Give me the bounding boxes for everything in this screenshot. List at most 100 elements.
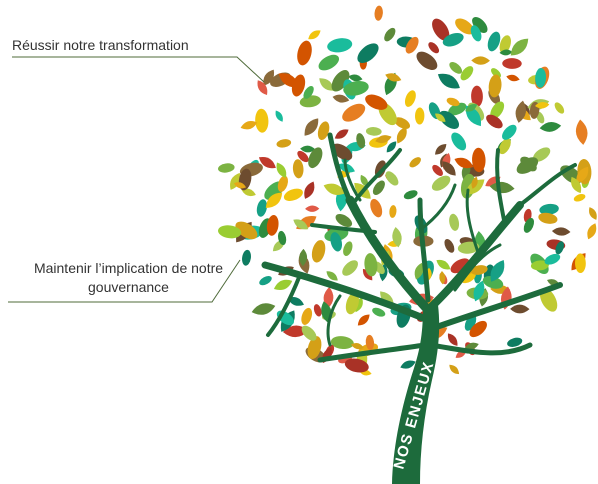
leaf-icon — [472, 17, 488, 33]
leaf-icon — [449, 213, 460, 231]
leaf-icon — [465, 104, 478, 112]
tree-branches — [261, 132, 577, 363]
leaf-icon — [442, 161, 456, 176]
branch-8 — [266, 273, 302, 337]
leaf-icon — [396, 126, 407, 144]
leaf-icon — [400, 360, 416, 369]
leaf-icon — [332, 94, 350, 103]
leaf-icon — [365, 127, 382, 136]
branch-11 — [427, 342, 533, 356]
leaf-icon — [432, 164, 443, 176]
leaf-icon — [342, 260, 358, 276]
leaf-icon — [530, 260, 549, 271]
leaf-icon — [469, 320, 487, 338]
leaf-icon — [472, 147, 486, 173]
leaf-icon — [308, 147, 323, 169]
leaf-icon — [575, 253, 586, 274]
leaf-icon — [499, 49, 513, 56]
leaf-icon — [304, 181, 315, 199]
leaf-icon — [389, 205, 397, 218]
leaf-icon — [502, 124, 517, 140]
leaf-icon — [555, 241, 564, 255]
leaf-icon — [482, 276, 504, 289]
leaf-icon — [539, 122, 562, 132]
branch-3 — [350, 148, 402, 207]
leaf-icon — [343, 80, 369, 96]
leaf-icon — [278, 73, 300, 88]
callout-line-1 — [12, 56, 265, 83]
leaf-icon — [435, 143, 447, 155]
leaf-icon — [375, 135, 392, 144]
leaf-icon — [313, 304, 322, 317]
leaf-icon — [235, 221, 258, 240]
leaf-icon — [404, 90, 416, 107]
leaf-icon — [251, 303, 276, 315]
leaf-icon — [297, 40, 312, 66]
leaf-icon — [489, 181, 515, 194]
leaf-icon — [435, 113, 446, 122]
leaf-icon — [447, 333, 458, 346]
leaf-icon — [259, 275, 272, 286]
leaf-icon — [344, 358, 369, 373]
leaf-icon — [455, 18, 474, 35]
leaf-icon — [535, 102, 550, 109]
tree-trunk — [392, 305, 440, 484]
leaf-icon — [571, 176, 582, 194]
leaf-icon — [535, 68, 547, 88]
leaf-icon — [544, 253, 561, 265]
branch-7 — [261, 261, 432, 324]
leaf-icon — [364, 253, 378, 277]
branch-9 — [425, 282, 563, 333]
leaf-icon — [342, 103, 366, 122]
branch-6 — [518, 163, 577, 207]
branch-12 — [417, 197, 431, 303]
leaf-icon — [276, 162, 287, 178]
leaf-icon — [405, 36, 419, 54]
leaf-icon — [471, 176, 478, 189]
leaf-icon — [470, 265, 488, 275]
leaf-icon — [301, 325, 317, 341]
leaf-icon — [334, 129, 349, 139]
leaf-icon — [218, 163, 235, 173]
leaf-icon — [589, 207, 597, 220]
leaf-icon — [318, 54, 340, 71]
leaf-icon — [330, 232, 342, 252]
leaf-icon — [331, 70, 350, 92]
leaf-icon — [266, 215, 279, 236]
callout-governance: Maintenir l’implication de notre gouvern… — [33, 260, 224, 295]
leaf-icon — [460, 66, 474, 81]
leaf-icon — [300, 145, 316, 153]
leaf-icon — [218, 225, 242, 239]
branch-15 — [465, 188, 482, 260]
leaf-icon — [240, 121, 258, 130]
leaf-icon — [507, 337, 523, 347]
leaf-icon — [520, 156, 537, 172]
leaf-icon — [554, 102, 565, 114]
leaf-icon — [348, 74, 363, 82]
leaf-icon — [277, 230, 287, 246]
branch-14 — [343, 158, 362, 202]
leaf-icon — [303, 85, 314, 99]
leaf-icon — [277, 175, 288, 192]
leaf-icon — [409, 157, 421, 168]
branch-1 — [345, 195, 433, 315]
leaf-icon — [326, 271, 338, 281]
leaf-icon — [490, 101, 505, 119]
leaf-icon — [370, 198, 383, 218]
leaf-icon — [442, 32, 464, 47]
leaf-icon — [263, 69, 275, 86]
branch-2 — [327, 132, 355, 208]
leaf-icon — [283, 188, 303, 201]
leaf-icon — [502, 58, 522, 69]
branch-13 — [418, 183, 457, 232]
leaf-icon — [449, 364, 460, 375]
leaf-icon — [394, 117, 411, 129]
leaf-icon — [437, 73, 460, 89]
leaf-icon — [241, 188, 256, 197]
leaf-icon — [490, 259, 505, 282]
leaf-icon — [357, 43, 379, 64]
leaf-icon — [444, 239, 455, 253]
leaf-icon — [487, 31, 501, 52]
leaf-icon — [307, 336, 322, 360]
